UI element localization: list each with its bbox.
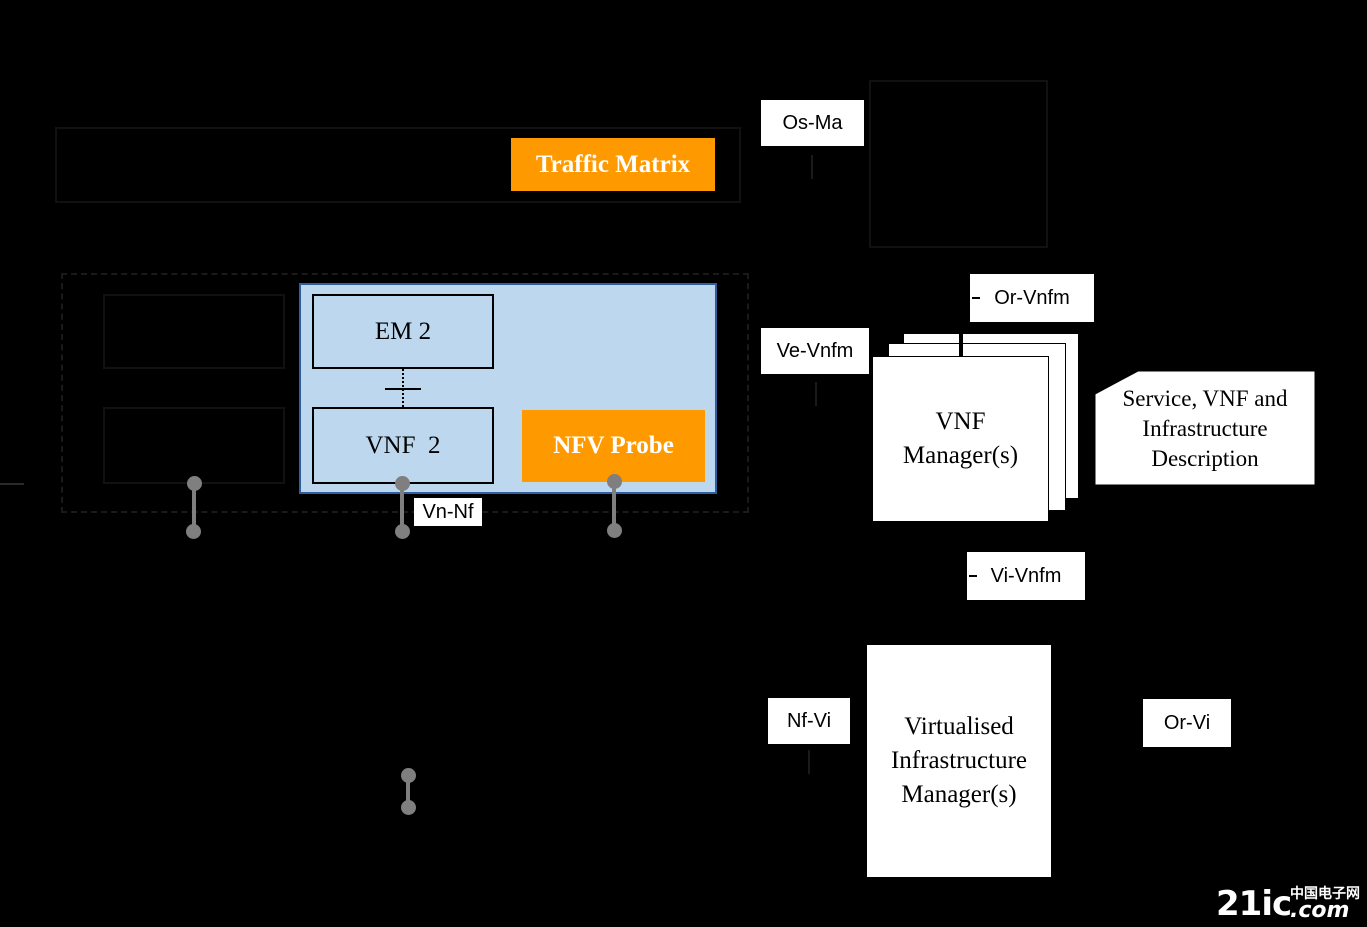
connector-dot	[395, 476, 410, 491]
em2-label: EM 2	[374, 317, 432, 345]
connector-dot	[186, 524, 201, 539]
connector-line	[192, 484, 196, 530]
watermark-suffix: .com	[1290, 898, 1350, 923]
traffic-matrix-box: Traffic Matrix	[511, 138, 715, 191]
connector-dot	[401, 800, 416, 815]
vn-nf-label: Vn-Nf	[414, 498, 482, 526]
connector-dot	[607, 523, 622, 538]
ve-vnfm-label: Ve-Vnfm	[761, 328, 869, 374]
connector-dot	[401, 768, 416, 783]
connector-line	[406, 776, 410, 806]
watermark-logo: 21ic 中国电子网 .com	[1216, 884, 1366, 926]
service-description-box: Service, VNF and Infrastructure Descript…	[1094, 370, 1316, 486]
service-description-line3: Description	[1151, 445, 1259, 471]
left-edge-line	[0, 483, 24, 485]
nfv-probe-label: NFV Probe	[553, 432, 674, 459]
em1-box	[103, 294, 285, 369]
traffic-matrix-label: Traffic Matrix	[535, 150, 691, 178]
oss-bss-box	[55, 127, 741, 203]
vnf-manager-line1: VNF	[935, 408, 986, 436]
vnf2-box: VNF 2	[312, 407, 494, 484]
vnf-manager-line2: Manager(s)	[902, 442, 1019, 469]
vnf-manager-link	[959, 322, 963, 356]
nfv-probe-box: NFV Probe	[522, 410, 705, 482]
vim-line2: Infrastructure	[890, 747, 1028, 775]
watermark-chinese: 中国电子网	[1290, 886, 1360, 902]
service-description-line1: Service, VNF and	[1122, 386, 1288, 412]
vi-vnfm-text: Vi-Vnfm	[990, 564, 1062, 587]
or-vnfm-label: Or-Vnfm	[970, 274, 1094, 322]
vim-line3: Manager(s)	[901, 780, 1017, 808]
vim-line1: Virtualised	[904, 713, 1014, 741]
or-vi-label: Or-Vi	[1143, 699, 1231, 747]
nf-vi-label: Nf-Vi	[768, 698, 850, 744]
vim-box: Virtualised Infrastructure Manager(s)	[866, 644, 1052, 878]
orchestrator-box	[869, 80, 1048, 248]
connector-dot	[395, 524, 410, 539]
em2-vnf2-tick	[385, 388, 421, 390]
watermark-brand: 21ic	[1216, 884, 1292, 924]
service-description-line2: Infrastructure	[1142, 416, 1268, 442]
os-ma-label: Os-Ma	[761, 100, 864, 146]
service-description-shape	[1094, 370, 1316, 486]
vnf-domain-container	[61, 273, 749, 513]
vnf1-box	[103, 407, 285, 484]
vnf2-label: VNF 2	[365, 431, 441, 459]
nf-vi-line	[808, 750, 810, 774]
connector-line	[612, 482, 616, 530]
or-vnfm-text: Or-Vnfm	[994, 286, 1070, 309]
connector-dot	[607, 474, 622, 489]
ve-vnfm-line	[815, 382, 817, 406]
os-ma-line	[811, 155, 813, 179]
em2-box: EM 2	[312, 294, 494, 369]
connector-dot	[187, 476, 202, 491]
vi-vnfm-label: Vi-Vnfm	[967, 552, 1085, 600]
vnf-manager-box: VNF Manager(s)	[872, 356, 1049, 522]
connector-line	[400, 484, 404, 530]
